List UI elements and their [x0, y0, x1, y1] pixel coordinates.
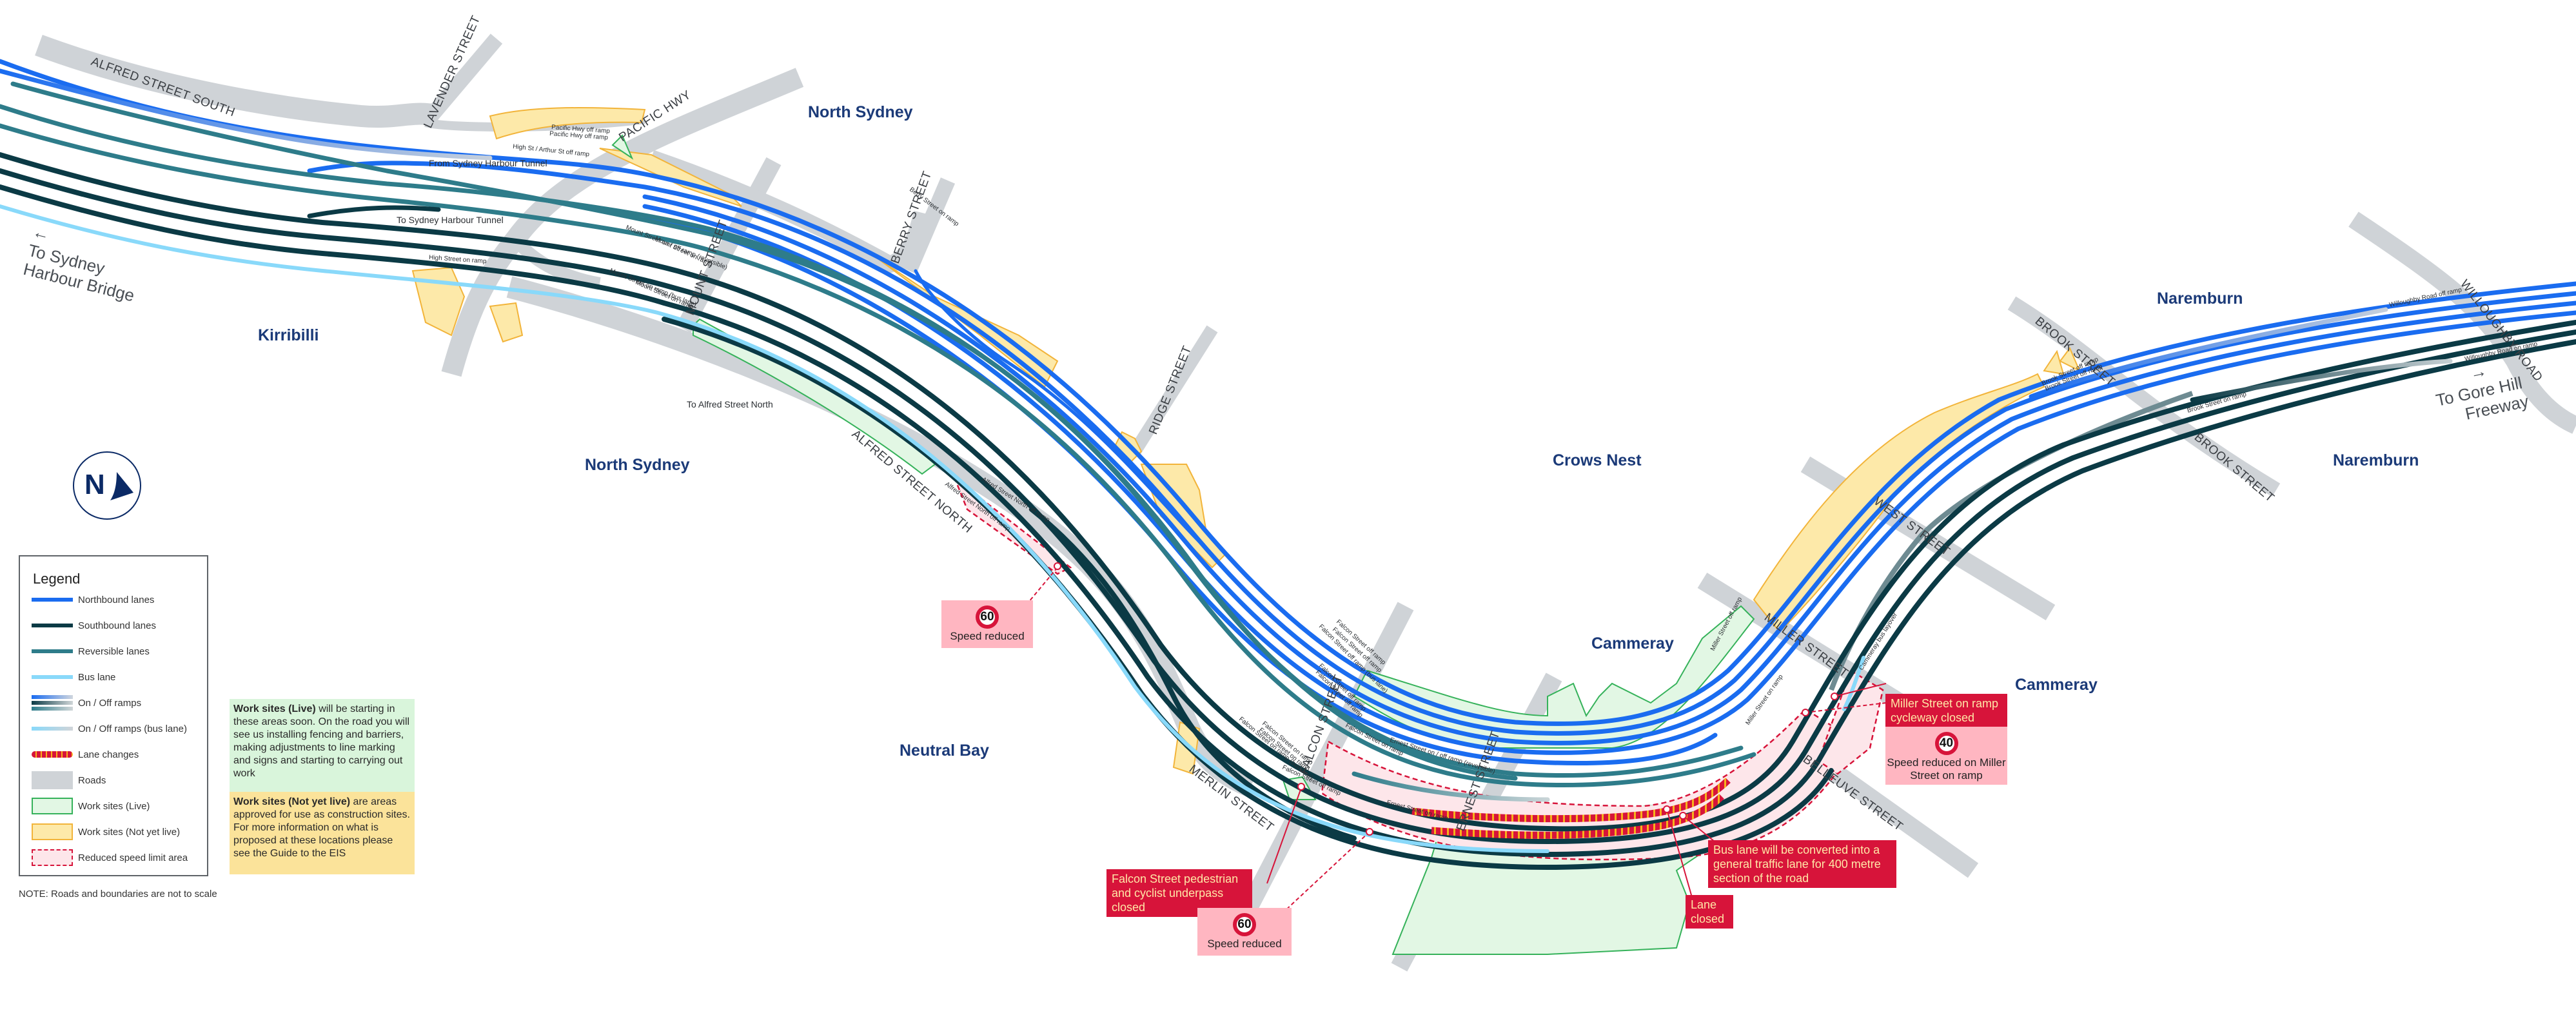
legend-item-work-sites-not-yet-live: Work sites (Not yet live)	[32, 822, 180, 841]
suburb-label-cammeray-mid: Cammeray	[1591, 634, 1674, 653]
suburb-label-north-sydney-bottom: North Sydney	[585, 456, 690, 474]
ramps	[0, 68, 2453, 802]
lane-changes	[1411, 778, 1731, 839]
reversible-lanes	[0, 81, 1756, 788]
legend-swatch-icon	[32, 751, 73, 758]
road-kirribilli-link	[510, 235, 601, 290]
road-falcon-street	[1230, 602, 1414, 933]
speed-reduced-miller: 40 Speed reduced on Miller Street on ram…	[1885, 727, 2007, 785]
direction-label-from-sht: From Sydney Harbour Tunnel	[429, 158, 547, 168]
street-label-ridge-street: RIDGE STREET	[1146, 344, 1194, 437]
southbound-lanes	[0, 152, 2576, 870]
road-lavender-street	[419, 34, 503, 128]
callout-lane-closed: Lane closed	[1686, 895, 1733, 929]
suburb-label-north-sydney-top: North Sydney	[808, 103, 913, 121]
legend-swatch-icon	[32, 598, 73, 602]
legend-item-reversible-lanes: Reversible lanes	[32, 642, 150, 661]
street-label-brook-street-bottom: BROOK STREET	[2192, 431, 2277, 506]
road-brook-street	[2007, 296, 2281, 497]
info-worksites-notlive: Work sites (Not yet live) are areas appr…	[230, 792, 415, 874]
legend-item-roads: Roads	[32, 771, 106, 790]
legend-item-reduced-speed-limit-area: Reduced speed limit area	[32, 848, 188, 867]
legend-item-lane-changes: Lane changes	[32, 745, 139, 764]
speed-reduced-falcon: 60 Speed reduced	[1197, 908, 1292, 956]
legend-item-on-off-ramps-bus-lane: On / Off ramps (bus lane)	[32, 719, 187, 738]
suburb-label-kirribilli: Kirribilli	[258, 326, 319, 344]
ramp-label: Mount Street on ramp	[654, 235, 714, 268]
callout-miller-cycleway: Miller Street on ramp cycleway closed	[1885, 694, 2007, 727]
road-ridge-street	[1129, 325, 1218, 455]
legend-swatch-icon	[32, 649, 73, 653]
bus-lanes	[0, 204, 1865, 853]
road-willoughby-road	[2348, 211, 2576, 434]
road-berry-street	[901, 177, 956, 274]
speed-reduced-alfred: 60 Speed reduced	[941, 600, 1033, 648]
legend-swatch-icon	[32, 771, 73, 789]
legend-swatch-icon	[32, 823, 73, 840]
arrow-right-icon: →	[2468, 360, 2488, 383]
north-arrow-label: N	[84, 469, 105, 500]
ramp-label: High St / Arthur St off ramp	[513, 143, 590, 158]
suburb-label-crows-nest: Crows Nest	[1553, 451, 1642, 469]
suburb-label-naremburn-top: Naremburn	[2157, 290, 2243, 308]
north-arrow: N	[73, 451, 141, 520]
suburb-label-naremburn-right: Naremburn	[2333, 451, 2419, 469]
scale-note: NOTE: Roads and boundaries are not to sc…	[19, 889, 217, 900]
callout-bus-lane-convert: Bus lane will be converted into a genera…	[1708, 840, 1896, 888]
lanes-layer	[0, 59, 2576, 870]
legend-swatch-icon	[32, 727, 73, 731]
road-mount-street	[676, 157, 782, 333]
legend-swatch-icon	[32, 849, 73, 866]
legend-title: Legend	[33, 571, 81, 587]
speed-limit-icon: 60	[976, 605, 999, 629]
info-worksites-live: Work sites (Live) will be starting in th…	[230, 699, 415, 802]
road-alfred-street-south	[35, 35, 442, 128]
legend-item-northbound-lanes: Northbound lanes	[32, 590, 154, 609]
north-arrow-icon	[110, 472, 133, 500]
legend-item-on-off-ramps: On / Off ramps	[32, 693, 141, 713]
minor-labels: From Sydney Harbour Tunnel To Sydney Harb…	[397, 158, 773, 409]
legend-item-southbound-lanes: Southbound lanes	[32, 616, 156, 635]
legend-swatch-icon	[32, 798, 73, 814]
speed-limit-icon: 40	[1934, 732, 1958, 755]
suburb-label-cammeray-right: Cammeray	[2015, 676, 2098, 694]
legend-item-work-sites-live: Work sites (Live)	[32, 796, 150, 816]
direction-label-to-sht: To Sydney Harbour Tunnel	[397, 215, 504, 225]
legend-item-bus-lane: Bus lane	[32, 667, 115, 687]
legend-swatch-icon	[32, 675, 73, 679]
direction-label-to-alfred-north: To Alfred Street North	[687, 399, 773, 409]
speed-limit-icon: 60	[1233, 913, 1256, 936]
suburb-label-neutral-bay: Neutral Bay	[900, 742, 989, 760]
callout-dots	[1054, 562, 1838, 836]
legend-swatch-icon	[32, 695, 73, 711]
road-miller-street	[1697, 573, 1927, 723]
callout-leaders	[1025, 567, 1887, 913]
legend-swatch-icon	[32, 624, 73, 627]
